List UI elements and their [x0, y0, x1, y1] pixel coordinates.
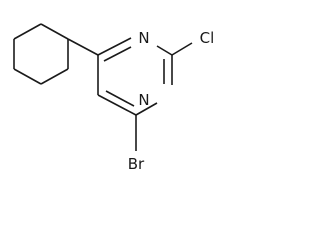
bond	[97, 94, 137, 116]
bond	[67, 38, 99, 56]
nitrogen-atom-label: N	[138, 29, 149, 47]
bond	[156, 45, 173, 56]
chemical-structure: N N Cl Br	[13, 23, 215, 173]
bond	[13, 23, 42, 40]
chlorine-atom-label: Cl	[200, 29, 215, 47]
bond	[40, 23, 69, 40]
bond	[135, 102, 158, 116]
bond	[105, 90, 135, 107]
cyclohexane-ring	[13, 23, 69, 85]
nitrogen-atom-label: N	[138, 91, 149, 109]
bromine-atom-label: Br	[128, 155, 145, 173]
bond	[13, 68, 42, 85]
bond	[103, 46, 132, 62]
pyrimidine-ring	[97, 37, 173, 116]
bond	[40, 68, 69, 85]
bond	[171, 42, 193, 56]
bond	[97, 37, 132, 56]
